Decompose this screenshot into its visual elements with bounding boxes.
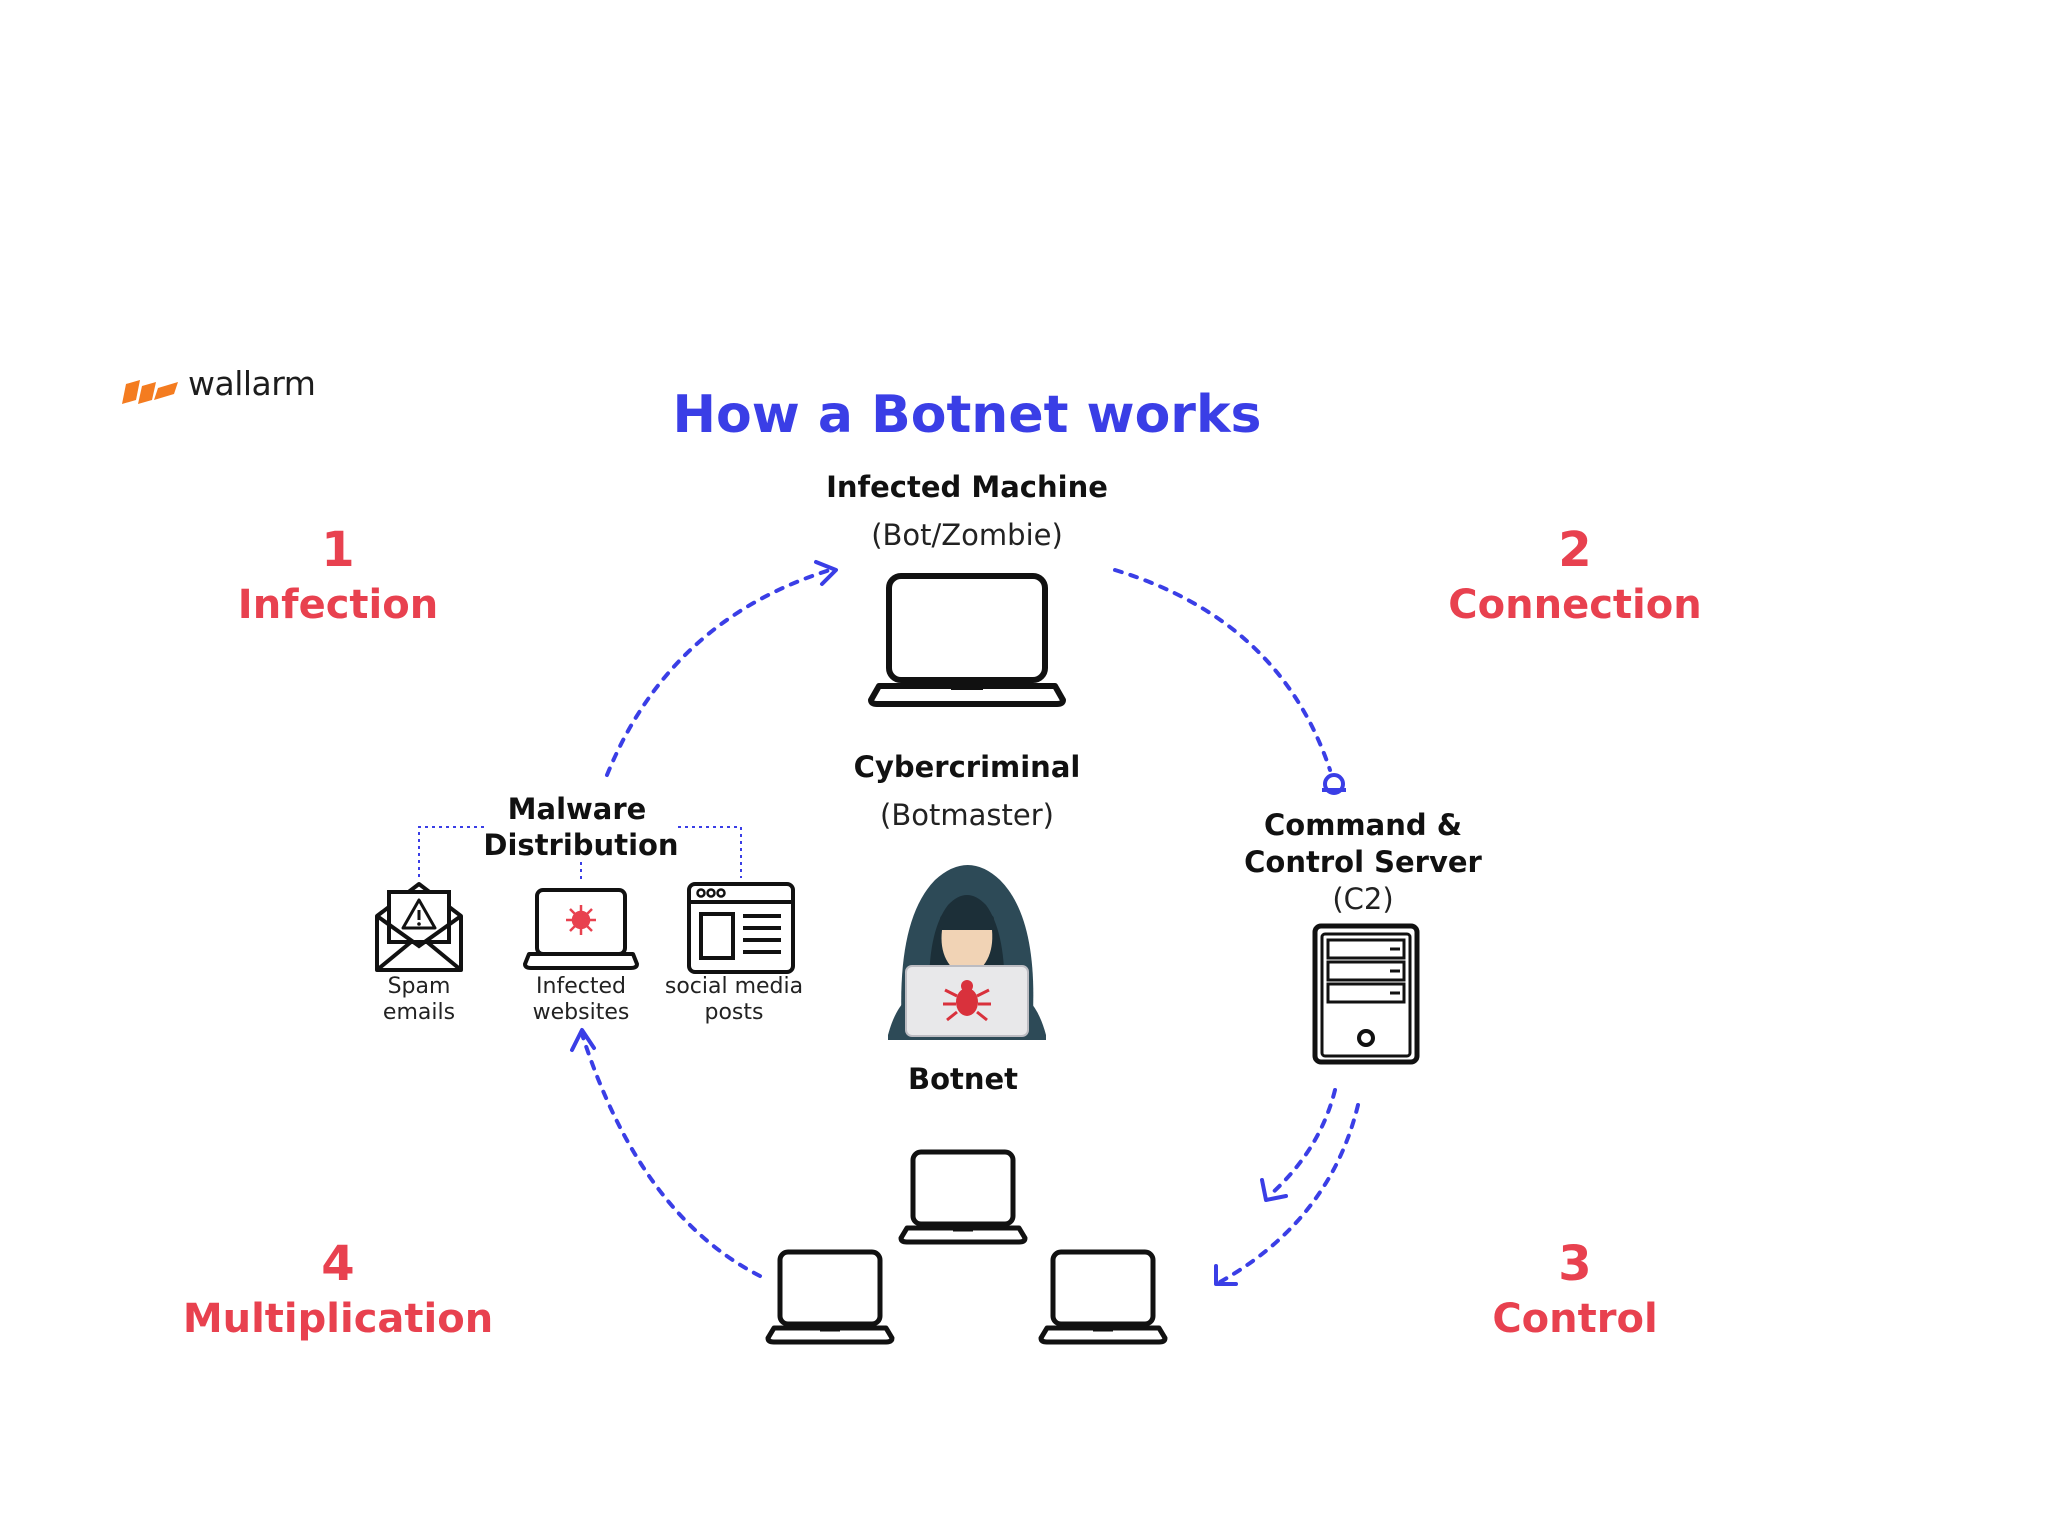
arrow-multiplication: [580, 1032, 762, 1278]
malware-item-spam-label: Spam emails: [382, 974, 456, 1025]
step-1-label: Infection: [237, 582, 439, 628]
cybercriminal-label: Cybercriminal: [853, 750, 1081, 784]
malware-item-social-label: social media posts: [664, 974, 804, 1025]
wallarm-logo: wallarm: [122, 364, 322, 410]
arrow-control-1: [1268, 1088, 1337, 1197]
arrow-control-2: [1218, 1103, 1360, 1284]
arrow-multiplication-head: [570, 1028, 596, 1052]
browser-window-icon: [687, 882, 795, 974]
laptop-virus-icon: [523, 888, 639, 970]
step-3-number: 3: [1558, 1236, 1592, 1292]
wallarm-logo-mark: [122, 380, 178, 404]
step-4-number: 4: [321, 1236, 355, 1292]
infected-machine-label: Infected Machine: [826, 470, 1108, 504]
malware-item-websites-label: Infected websites: [532, 974, 630, 1025]
c2-sub: (C2): [1332, 882, 1394, 916]
arrow-infection: [605, 568, 832, 777]
step-2-label: Connection: [1448, 582, 1702, 628]
step-1-number: 1: [321, 522, 355, 578]
page-title: How a Botnet works: [672, 385, 1262, 445]
malware-label-line1: Malware: [507, 792, 647, 826]
infected-machine-laptop-icon: [871, 576, 1063, 704]
step-4-label: Multiplication: [182, 1296, 494, 1342]
hacker-botmaster-icon: [888, 865, 1046, 1040]
c2-server-icon: [1312, 923, 1420, 1065]
arrow-control-2-head: [1214, 1264, 1238, 1286]
cybercriminal-sub: (Botmaster): [880, 798, 1054, 832]
c2-label-line1: Command &: [1263, 808, 1463, 842]
arrow-infection-head: [814, 560, 838, 586]
envelope-warning-icon: [375, 882, 463, 972]
malware-label-line2: Distribution: [483, 828, 679, 862]
arrow-control-1-head: [1260, 1178, 1288, 1202]
step-3-label: Control: [1492, 1296, 1658, 1342]
botnet-laptop-top-icon: [901, 1152, 1025, 1242]
botnet-laptop-left-icon: [768, 1252, 892, 1342]
botnet-label: Botnet: [907, 1062, 1019, 1096]
wallarm-logo-text: wallarm: [188, 364, 316, 403]
c2-label-line2: Control Server: [1244, 845, 1482, 879]
step-2-number: 2: [1558, 522, 1592, 578]
infected-machine-sub: (Bot/Zombie): [871, 518, 1063, 552]
botnet-laptop-right-icon: [1041, 1252, 1165, 1342]
arrow-connection: [1113, 568, 1332, 772]
malware-connector-lines: [418, 826, 742, 880]
arrow-connection-head: [1322, 773, 1346, 795]
